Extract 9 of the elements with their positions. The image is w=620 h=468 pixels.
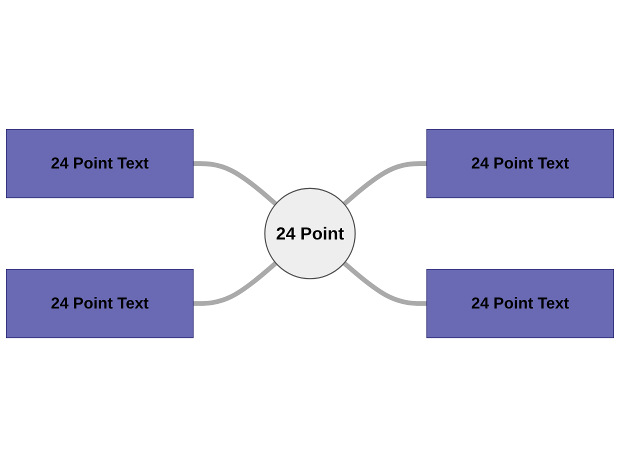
node-box: 24 Point Text: [6, 269, 194, 339]
connector: [342, 262, 427, 306]
node-box: 24 Point Text: [426, 129, 614, 199]
node-circle: 24 Point: [264, 188, 356, 280]
connector: [193, 162, 278, 206]
connector: [193, 262, 278, 306]
node-box: 24 Point Text: [6, 129, 194, 199]
node-box: 24 Point Text: [426, 269, 614, 339]
connector: [342, 162, 427, 206]
